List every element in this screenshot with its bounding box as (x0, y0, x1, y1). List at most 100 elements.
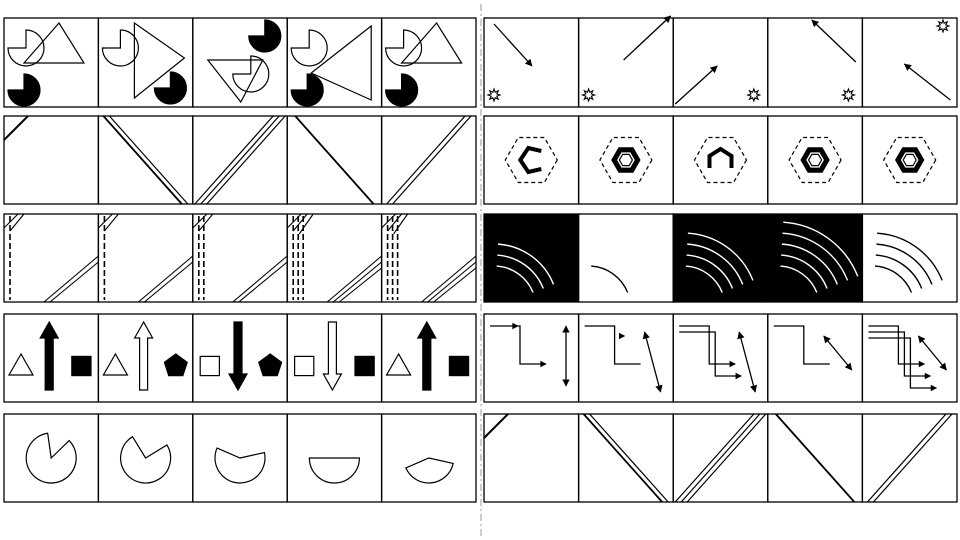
step-arrowhead (540, 360, 547, 368)
right-row-5-cell-4 (767, 413, 864, 503)
star-icon (580, 87, 597, 103)
double-arrow-tail (737, 331, 745, 340)
corner-diagonal (393, 213, 409, 235)
corner-diagonal (381, 213, 396, 229)
right-row-4-cell-4 (767, 313, 864, 403)
cell-border (767, 17, 864, 108)
diagonal-line (200, 115, 280, 205)
left-row-1-cell-5 (380, 17, 477, 108)
direction-arrow-shaft (811, 19, 857, 63)
double-arrow-shaft (643, 331, 662, 393)
triangle (385, 352, 412, 376)
vertical-arrow (322, 321, 343, 392)
right-row-3-cell-2 (577, 213, 674, 303)
cell-border (97, 213, 194, 303)
diagonal-line (338, 267, 382, 303)
right-row-1-cell-4 (767, 17, 864, 108)
black-sector (7, 73, 41, 107)
double-arrow-head (655, 384, 663, 393)
right-row-1-cell-5 (861, 17, 958, 108)
diagonal-line (108, 115, 189, 205)
right-row-2-cell-3 (672, 115, 769, 205)
left-row-4-cell-5 (380, 313, 477, 403)
arc (685, 265, 723, 293)
direction-arrow-head (811, 19, 820, 28)
left-row-1-cell-1 (3, 17, 100, 108)
hexagon-core (902, 153, 917, 167)
dashed-hexagon (693, 136, 748, 184)
diagonal-line (680, 413, 761, 503)
left-row-2-cell-3 (192, 115, 288, 205)
right-row-3 (483, 213, 958, 303)
left-row-3-cell-2 (97, 213, 194, 303)
diagonal-line (872, 413, 953, 503)
corner-diagonal (3, 213, 19, 229)
arc (591, 265, 629, 293)
left-row-4 (3, 313, 477, 403)
triangle (7, 352, 35, 376)
right-row-5 (483, 413, 958, 503)
corner-diagonal (387, 213, 403, 232)
left-row-5-cell-3 (192, 413, 288, 503)
black-sector (384, 73, 419, 107)
quarter-circle-outline (101, 29, 139, 67)
cell-border (192, 213, 288, 303)
left-row-3 (3, 213, 477, 303)
diagonal-line (686, 413, 767, 503)
diagonal-line (674, 413, 755, 503)
cell-border (3, 115, 100, 205)
hexagon-core (807, 153, 823, 167)
double-arrow-shaft (738, 331, 756, 393)
cut-circle (25, 432, 77, 484)
left-row-4-cell-1 (3, 313, 100, 403)
diagonal-line (582, 413, 663, 503)
double-arrow-head (749, 384, 758, 393)
double-arrow-shaft (823, 335, 853, 371)
direction-arrow-shaft (623, 15, 672, 61)
triangle (102, 352, 129, 376)
cut-circle (405, 457, 454, 484)
right-row-2-cell-4 (767, 115, 864, 205)
cell-border (380, 213, 477, 303)
triangle-outline (206, 59, 264, 104)
direction-arrow-head (903, 63, 912, 71)
vertical-arrow (39, 320, 60, 391)
left-row-2-cell-2 (97, 115, 194, 205)
left-row-3-cell-1 (3, 213, 100, 303)
cell-border (483, 413, 580, 503)
square (354, 355, 375, 377)
step-path (868, 337, 937, 389)
left-row-1 (3, 17, 477, 108)
pentagon (258, 353, 283, 377)
diagonal-line (326, 255, 382, 303)
diagonal-line (138, 255, 194, 303)
right-row-3-cell-5 (861, 213, 958, 303)
star-icon (746, 87, 762, 103)
diagonal-line (866, 413, 947, 503)
right-row-5-cell-3 (672, 413, 769, 503)
left-row-5-cell-2 (97, 413, 194, 503)
cell-border (861, 115, 958, 205)
left-row-2-cell-4 (286, 115, 383, 205)
corner-diagonal (198, 213, 214, 232)
dashed-hexagon (883, 136, 937, 184)
cut-circle (214, 447, 266, 484)
left-row-2 (3, 115, 477, 205)
cell-border (3, 213, 100, 303)
cell-border (380, 313, 477, 403)
quarter-circle-outline (384, 29, 423, 67)
double-arrow-head (939, 362, 947, 371)
direction-arrow-head (524, 58, 533, 67)
right-row-5-cell-5 (861, 413, 958, 503)
star-icon (840, 87, 857, 103)
black-sector (248, 19, 282, 53)
step-path (679, 325, 736, 365)
left-row-5-cell-4 (286, 413, 383, 503)
diagonal-line (43, 255, 99, 303)
diagonal-line (427, 261, 477, 303)
vertical-arrow (133, 320, 154, 391)
right-row-2 (483, 115, 958, 205)
dashed-hexagon (599, 136, 653, 184)
square (71, 355, 92, 377)
right-row-3-cell-3 (672, 213, 769, 303)
